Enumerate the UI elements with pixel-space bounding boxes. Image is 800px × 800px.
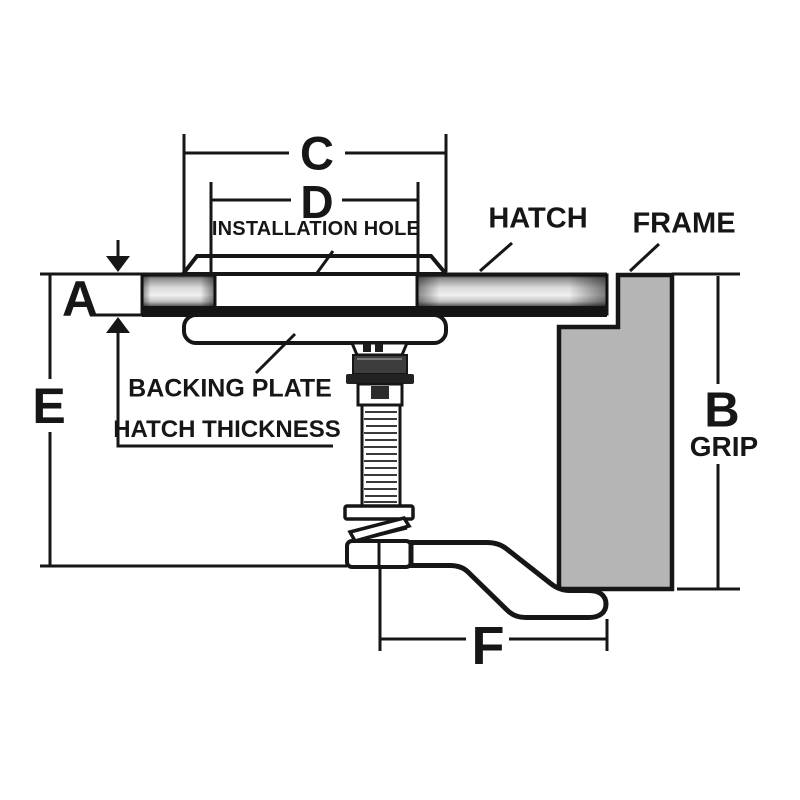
spring-washer-stack xyxy=(352,354,408,375)
arrow-up-icon xyxy=(106,317,130,333)
installation-hole-leader-line xyxy=(315,250,335,274)
dimension-b-lines xyxy=(672,272,740,591)
frame-leader-line xyxy=(628,242,661,273)
stack-flange xyxy=(346,374,414,384)
dimension-f-lines xyxy=(378,567,609,651)
dimension-c-lines xyxy=(182,134,448,273)
frame-cross-section xyxy=(556,272,675,592)
dim-label-c: C xyxy=(300,126,334,180)
backing-plate-label: BACKING PLATE xyxy=(128,374,332,403)
dim-label-a: A xyxy=(61,271,99,327)
threaded-shaft xyxy=(360,403,402,508)
hatch-underside-band xyxy=(142,306,607,317)
frame-label: FRAME xyxy=(632,207,736,240)
dim-label-e: E xyxy=(32,378,66,434)
dim-label-d: D xyxy=(300,176,334,228)
flat-washer xyxy=(343,504,415,521)
lock-washer xyxy=(347,515,412,544)
hatch-leader-line xyxy=(479,241,513,273)
tab-hole-right xyxy=(375,344,383,352)
hatch-thickness-bracket xyxy=(116,332,333,448)
backing-plate-leader-line xyxy=(254,332,297,375)
latch-flange xyxy=(178,254,451,276)
hatch-thickness-label: HATCH THICKNESS xyxy=(113,416,341,443)
backing-plate xyxy=(182,313,448,345)
hatch-label: HATCH xyxy=(488,202,588,235)
dim-label-b: B xyxy=(704,383,740,438)
grip-label: GRIP xyxy=(689,431,759,462)
dimension-e-lines xyxy=(40,273,347,568)
collar-notch xyxy=(371,386,389,399)
installation-hole-label: INSTALLATION HOLE xyxy=(211,218,421,240)
arrow-down-icon xyxy=(106,256,130,272)
tab-hole-left xyxy=(363,344,371,352)
thread-lines xyxy=(364,411,397,503)
dimension-a-lines xyxy=(90,240,333,448)
cam-arm xyxy=(408,540,609,620)
dim-label-f: F xyxy=(471,616,505,676)
screw-stack xyxy=(343,341,415,569)
dimension-d-lines xyxy=(209,182,420,272)
